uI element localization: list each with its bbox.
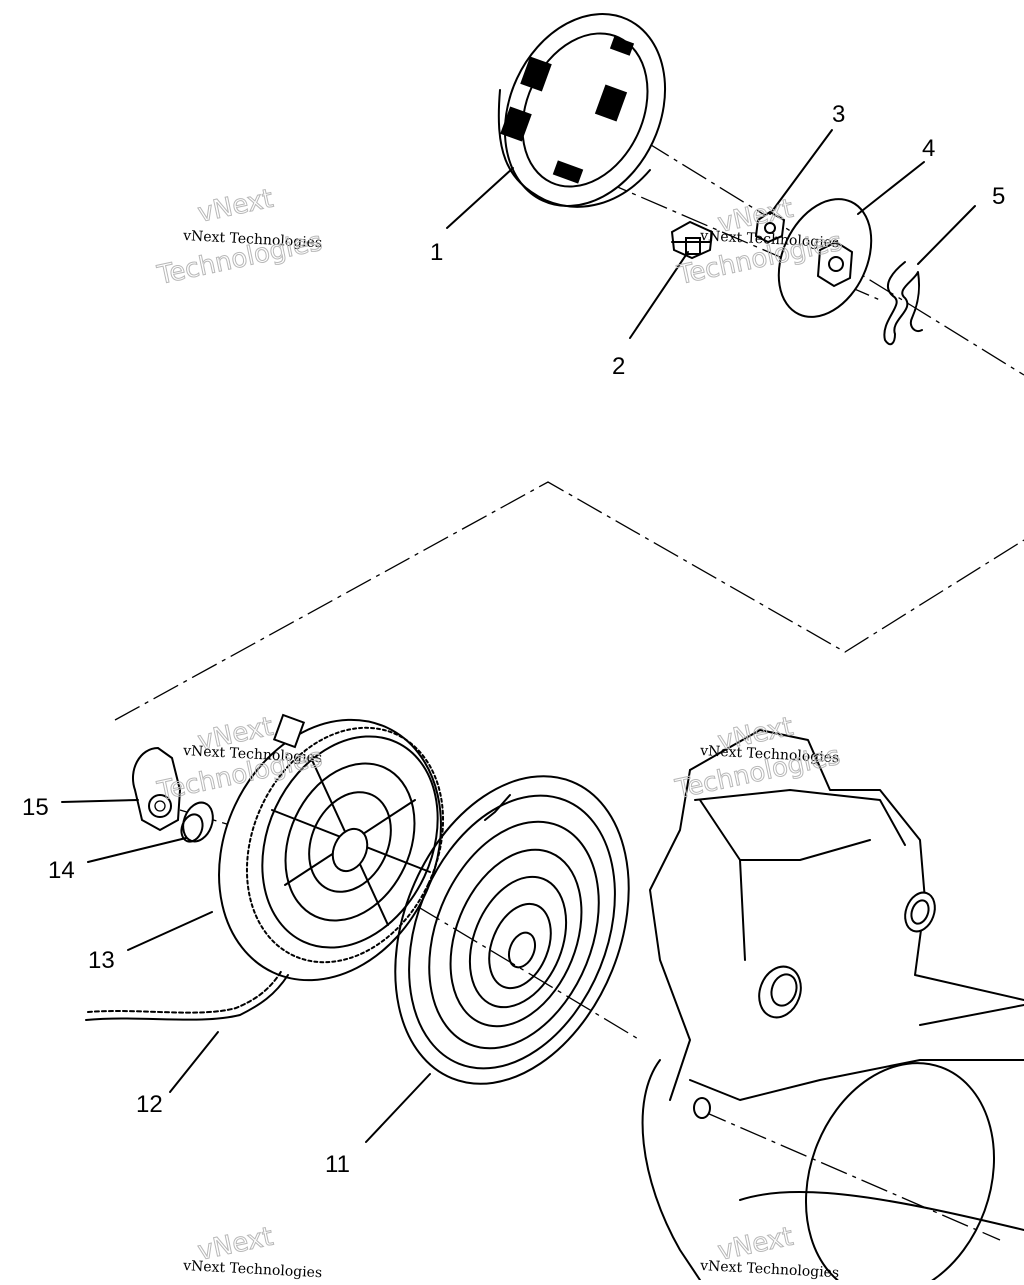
part-1-drive-cup xyxy=(497,12,667,208)
svg-text:vNext Technologies: vNext Technologies xyxy=(699,228,840,251)
watermark-2: vNext vNext Technologies Technologies xyxy=(674,193,846,291)
part-13-pulley xyxy=(218,713,445,982)
svg-text:vNext Technologies: vNext Technologies xyxy=(182,743,323,766)
callout-4: 4 xyxy=(922,135,935,162)
svg-text:vNext Technologies: vNext Technologies xyxy=(699,743,840,766)
callout-11: 11 xyxy=(325,1151,350,1178)
leader-lines xyxy=(61,129,976,1143)
watermark-5: vNext vNext Technologies xyxy=(182,1221,323,1281)
part-11-spring xyxy=(394,775,630,1085)
watermark-4: vNext vNext Technologies Technologies xyxy=(672,711,844,805)
callout-13: 13 xyxy=(88,947,115,974)
callout-1: 1 xyxy=(430,239,443,266)
part-14-bushing xyxy=(180,801,214,843)
callout-12: 12 xyxy=(136,1091,163,1118)
callout-3: 3 xyxy=(832,101,845,128)
watermark-6: vNext vNext Technologies xyxy=(699,1221,840,1281)
callout-5: 5 xyxy=(992,183,1005,210)
callout-2: 2 xyxy=(612,353,625,380)
part-5-clip xyxy=(883,261,923,346)
svg-text:vNext Technologies: vNext Technologies xyxy=(182,1258,323,1280)
part-2-bolt xyxy=(670,220,714,260)
callout-labels: 1 2 3 4 5 11 12 13 14 15 xyxy=(22,101,1005,1178)
callout-15: 15 xyxy=(22,794,49,821)
recoil-housing xyxy=(641,729,1024,1285)
svg-text:vNext: vNext xyxy=(195,184,276,229)
part-15-pawl xyxy=(132,746,182,832)
svg-text:vNext Technologies: vNext Technologies xyxy=(182,228,323,251)
part-4-plate xyxy=(777,198,873,318)
part-3-nut xyxy=(754,210,786,244)
part-12-rope xyxy=(85,969,289,1021)
callout-14: 14 xyxy=(48,857,75,884)
svg-text:vNext Technologies: vNext Technologies xyxy=(699,1258,840,1280)
watermark-1: vNext vNext Technologies Technologies xyxy=(154,183,326,291)
